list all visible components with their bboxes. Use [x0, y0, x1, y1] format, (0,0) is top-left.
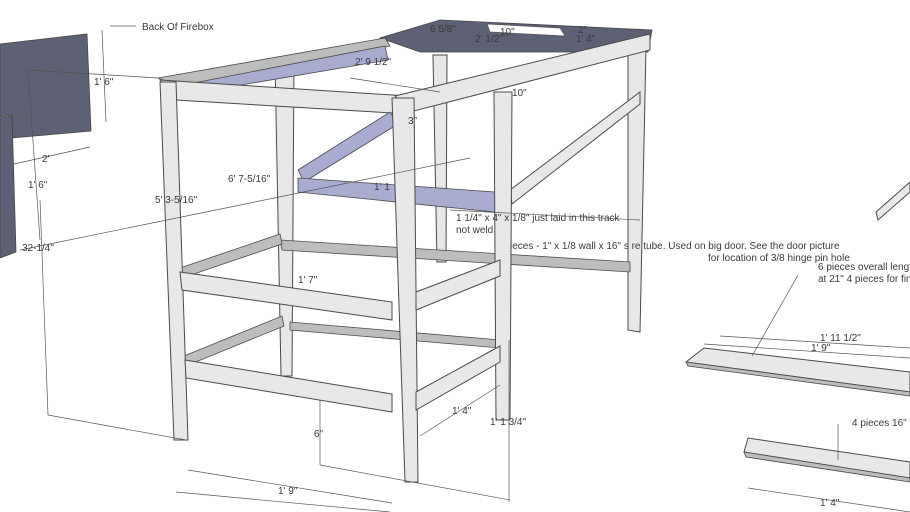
- long-angle-piece-edge: [685, 361, 910, 397]
- label-four-pieces: 4 pieces 16": [852, 418, 907, 429]
- label-pieces-note-1: ieces - 1" x 1/8 wall x 16" s re tube. U…: [510, 241, 840, 252]
- left-mid-rail[interactable]: [179, 233, 283, 279]
- front-low-rail[interactable]: [184, 359, 393, 413]
- dimension-labels: Back Of Firebox 1' 6" 2' 1' 6" 32-1/4" 5…: [22, 22, 910, 509]
- right-low-rail[interactable]: [415, 345, 501, 411]
- label-six-pieces-2: at 21" 4 pieces for fin: [818, 274, 910, 285]
- top-right-piece[interactable]: [875, 181, 910, 221]
- label-dim-1-7: 1' 7": [298, 275, 318, 286]
- short-angle-piece-edge: [743, 451, 910, 483]
- label-dim-1-9-right: 1' 9": [811, 343, 831, 354]
- back-mid-rail[interactable]: [279, 239, 631, 273]
- back-right-leg[interactable]: [627, 47, 647, 333]
- label-back-of-firebox: Back Of Firebox: [142, 22, 214, 33]
- front-mid-rail[interactable]: [179, 271, 393, 321]
- label-small-10: 10": [512, 88, 527, 99]
- back-low-rail[interactable]: [289, 321, 501, 349]
- label-firebox-height-2: 1' 6": [28, 180, 48, 191]
- label-track-note-2: not weld: [456, 225, 493, 236]
- diagonal-brace-left[interactable]: [297, 111, 399, 183]
- label-dim-6: 6": [314, 429, 324, 440]
- label-top-2: 2": [578, 25, 588, 36]
- label-pieces-note-2: for location of 3/8 hinge pin hole: [708, 253, 850, 264]
- label-top-2-1-2: 2' 1/2": [475, 34, 503, 45]
- dimension-lines: [13, 25, 910, 512]
- label-dim-2-9: 2' 9 1/2": [355, 57, 391, 68]
- firebox-back-panel[interactable]: [0, 33, 92, 139]
- right-mid-rail[interactable]: [415, 259, 501, 311]
- label-dim-1-4: 1' 4": [452, 406, 472, 417]
- label-dim-1-4-bottom: 1' 4": [820, 498, 840, 509]
- label-firebox-height: 1' 6": [94, 77, 114, 88]
- label-dim-5-3: 5' 3-5/16": [155, 195, 198, 206]
- label-small-3: 3": [408, 116, 418, 127]
- label-dim-6-7: 6' 7-5/16": [228, 174, 271, 185]
- label-firebox-offset: 32-1/4": [22, 243, 54, 254]
- firebox-side-panel[interactable]: [0, 115, 17, 259]
- left-low-rail[interactable]: [183, 315, 285, 367]
- label-top-6-5-8: 6 5/8": [430, 24, 456, 35]
- label-firebox-width: 2': [42, 154, 50, 165]
- label-dim-1-1: 1' 1: [374, 182, 390, 193]
- label-dim-1-11: 1' 11 1/2": [820, 333, 861, 344]
- front-right-leg[interactable]: [391, 97, 419, 483]
- label-track-note-1: 1 1/4" x 4" x 1/8" just laid in this tra…: [456, 213, 621, 224]
- label-top-1-4: 1' 4": [576, 34, 596, 45]
- top-plate-opening: [486, 23, 566, 37]
- label-dim-1-1-3-4: 1' 1 3/4": [490, 417, 526, 428]
- label-dim-1-9-bottom: 1' 9": [278, 486, 298, 497]
- label-top-10: 10": [500, 27, 515, 38]
- diagonal-brace-right[interactable]: [509, 90, 641, 205]
- front-left-leg[interactable]: [159, 81, 189, 441]
- label-six-pieces-1: 6 pieces overall length: [818, 262, 910, 273]
- right-middle-leg[interactable]: [493, 91, 513, 421]
